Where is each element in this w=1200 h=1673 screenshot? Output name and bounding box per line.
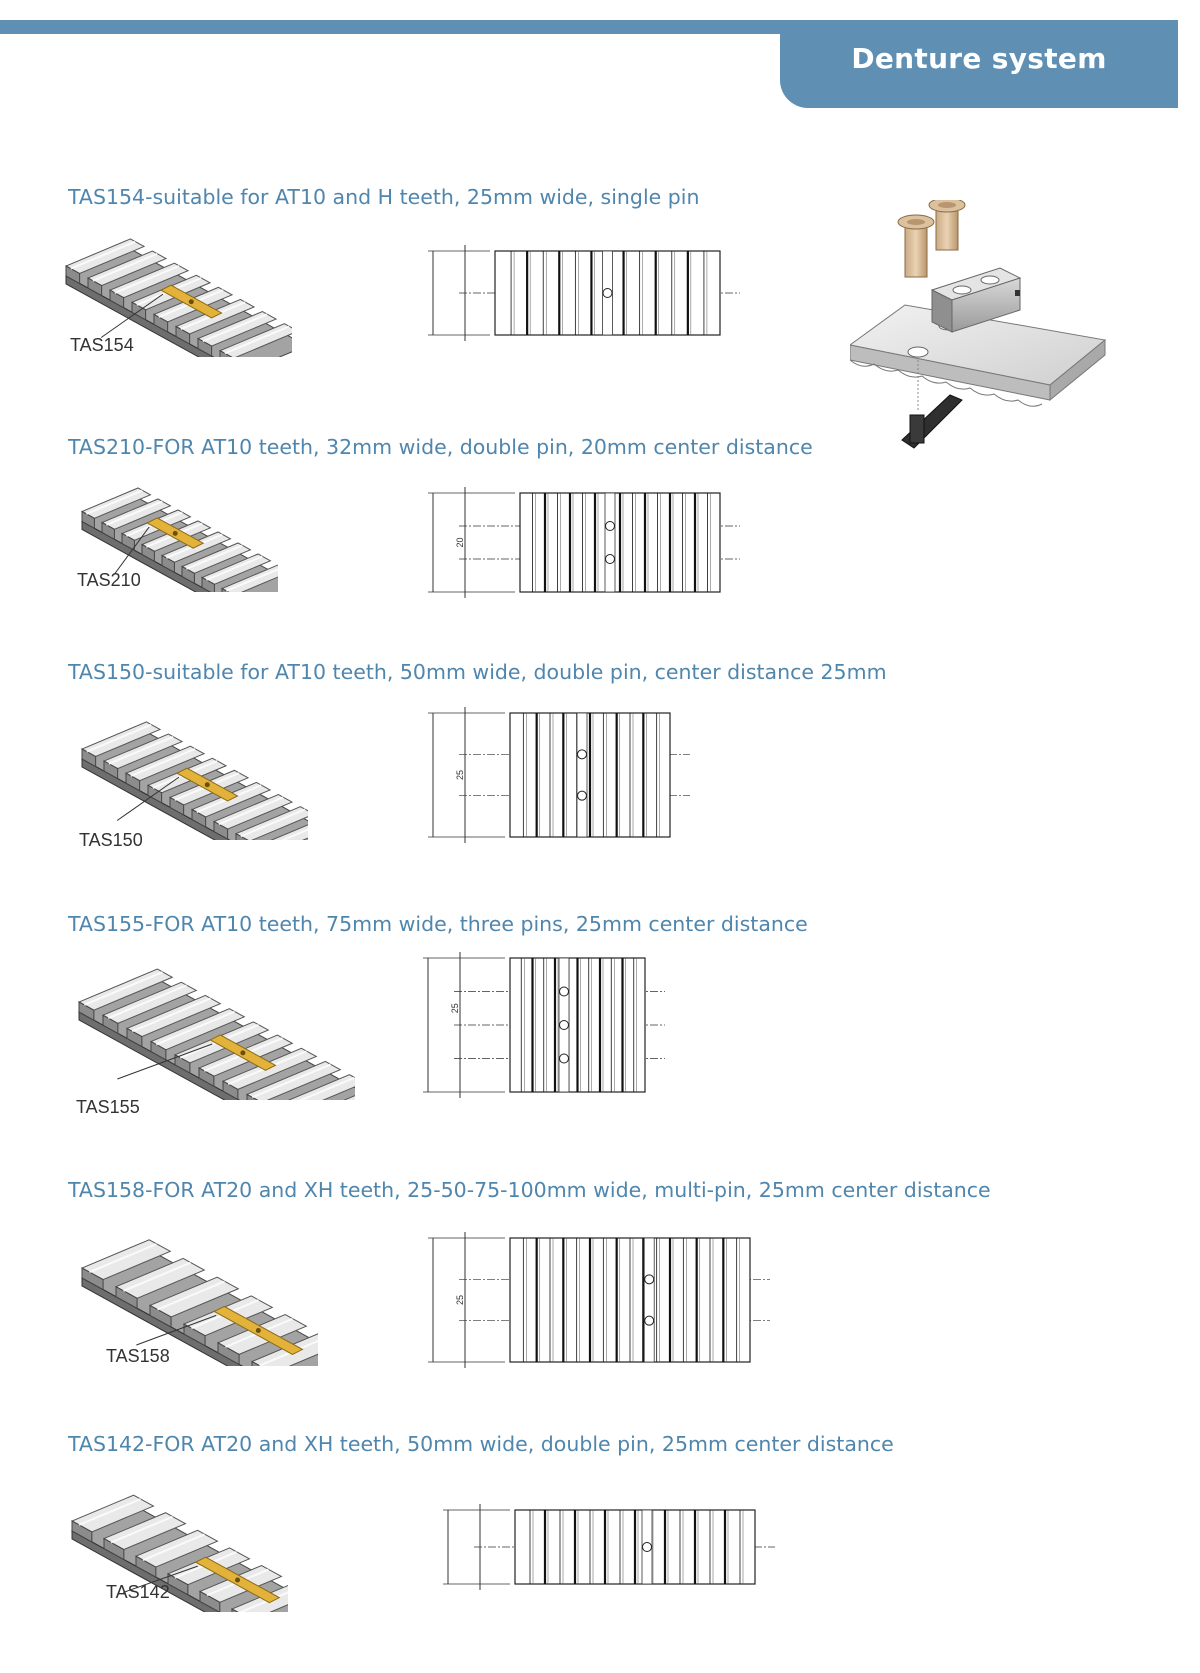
- belt-icon: [70, 1494, 288, 1612]
- technical-drawing-icon: 32 20: [425, 487, 740, 598]
- technical-drawing-icon: 75 25: [420, 952, 665, 1098]
- dimension-total: 50: [425, 1295, 426, 1305]
- section-tas154: TAS154-suitable for AT10 and H teeth, 25…: [0, 185, 1200, 385]
- technical-drawing-icon: 50 25: [425, 707, 690, 843]
- dimension-pitch: 25: [450, 1003, 460, 1013]
- section-title: TAS210-FOR AT10 teeth, 32mm wide, double…: [68, 435, 813, 459]
- part-label: TAS154: [70, 335, 134, 355]
- part-label: TAS158: [106, 1346, 170, 1366]
- dimension-total: 25: [440, 1542, 441, 1552]
- section-tas150: TAS150-suitable for AT10 teeth, 50mm wid…: [0, 660, 1200, 870]
- page-title: Denture system: [851, 42, 1107, 75]
- belt-icon: [80, 487, 278, 592]
- belt-icon: [80, 1239, 318, 1366]
- part-label: TAS155: [76, 1097, 140, 1117]
- part-label: TAS210: [77, 570, 141, 590]
- dimension-pitch: 25: [455, 770, 465, 780]
- belt-icon: [77, 968, 355, 1100]
- dimension-total: 32: [425, 537, 426, 547]
- dimension-total: 25: [425, 288, 426, 298]
- section-title: TAS155-FOR AT10 teeth, 75mm wide, three …: [68, 912, 808, 936]
- section-title: TAS154-suitable for AT10 and H teeth, 25…: [68, 185, 700, 209]
- top-band: [0, 20, 872, 34]
- technical-drawing-icon: 25: [440, 1504, 775, 1590]
- part-label: TAS150: [79, 830, 143, 850]
- dimension-total: 50: [425, 770, 426, 780]
- dimension-total: 75: [420, 1020, 421, 1030]
- section-tas142: TAS142-FOR AT20 and XH teeth, 50mm wide,…: [0, 1432, 1200, 1662]
- assembly-illustration-icon: [850, 200, 1107, 449]
- part-label: TAS142: [106, 1582, 170, 1602]
- belt-icon: [80, 721, 308, 840]
- section-title: TAS150-suitable for AT10 teeth, 50mm wid…: [68, 660, 887, 684]
- section-title: TAS142-FOR AT20 and XH teeth, 50mm wide,…: [68, 1432, 894, 1456]
- section-tas210: TAS210-FOR AT10 teeth, 32mm wide, double…: [0, 435, 1200, 635]
- header-tab: Denture system: [780, 20, 1178, 108]
- technical-drawing-icon: 25: [425, 245, 740, 341]
- dimension-pitch: 25: [455, 1295, 465, 1305]
- section-tas155: TAS155-FOR AT10 teeth, 75mm wide, three …: [0, 912, 1200, 1132]
- belt-icon: [64, 238, 292, 357]
- section-tas158: TAS158-FOR AT20 and XH teeth, 25-50-75-1…: [0, 1178, 1200, 1388]
- section-title: TAS158-FOR AT20 and XH teeth, 25-50-75-1…: [68, 1178, 991, 1202]
- dimension-pitch: 20: [455, 537, 465, 547]
- technical-drawing-icon: 50 25: [425, 1232, 770, 1368]
